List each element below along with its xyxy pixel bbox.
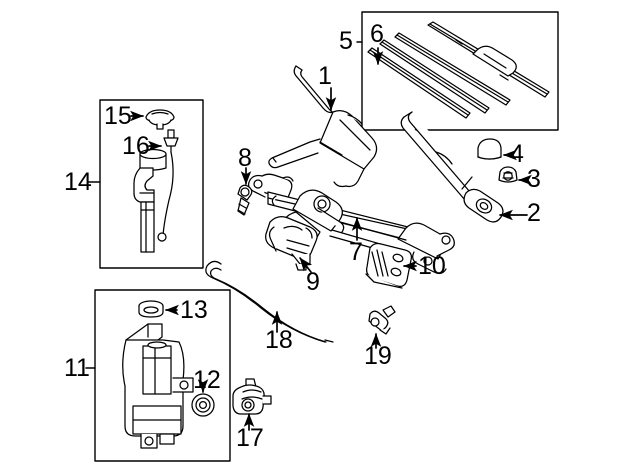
wiper-blade-strip-b [379, 39, 490, 114]
wiper-blade-strip-c [394, 32, 511, 106]
callout-4[interactable]: 4 [510, 140, 524, 168]
callout-10[interactable]: 10 [418, 252, 446, 280]
wiper-blade-assembly [427, 21, 550, 98]
callout-11[interactable]: 11 [64, 354, 90, 382]
callout-8[interactable]: 8 [238, 144, 252, 172]
callout-18[interactable]: 18 [265, 326, 293, 354]
washer-pump-17 [232, 378, 272, 415]
linkage-pivot-stud-8 [237, 184, 253, 216]
wiper-blade-detail-box [361, 11, 559, 131]
filler-neck-cap-15 [145, 109, 175, 130]
callout-1[interactable]: 1 [318, 62, 332, 90]
wiper-arm-cap-4 [477, 138, 502, 160]
callout-3[interactable]: 3 [527, 165, 541, 193]
callout-19[interactable]: 19 [364, 342, 392, 370]
washer-reservoir-tank [122, 323, 194, 449]
callout-2[interactable]: 2 [527, 199, 541, 227]
leader-9 [299, 257, 313, 273]
callout-16[interactable]: 16 [122, 132, 150, 160]
callout-7[interactable]: 7 [349, 238, 363, 266]
callout-13[interactable]: 13 [180, 296, 208, 324]
wiper-motor-9 [265, 216, 318, 271]
callout-14[interactable]: 14 [64, 168, 92, 196]
wiper-arm-nut-3 [498, 166, 518, 183]
filler-neck-tube [133, 148, 167, 253]
callout-5[interactable]: 5 [339, 27, 353, 55]
filler-neck-detail-box [99, 99, 204, 269]
reservoir-cap-13 [138, 300, 164, 318]
callout-17[interactable]: 17 [236, 424, 264, 452]
washer-reservoir-detail-box [94, 289, 231, 462]
washer-hose-18 [205, 260, 334, 343]
callout-12[interactable]: 12 [193, 366, 221, 394]
reservoir-grommet-12 [191, 393, 215, 417]
washer-nozzle-joint-19 [368, 305, 396, 335]
callout-9[interactable]: 9 [306, 268, 320, 296]
motor-bracket-10 [365, 242, 412, 289]
callout-6[interactable]: 6 [370, 20, 384, 48]
callout-15[interactable]: 15 [104, 102, 132, 130]
filler-neck-gauge-16 [157, 129, 179, 242]
wiper-blade-insert-6 [367, 47, 471, 119]
